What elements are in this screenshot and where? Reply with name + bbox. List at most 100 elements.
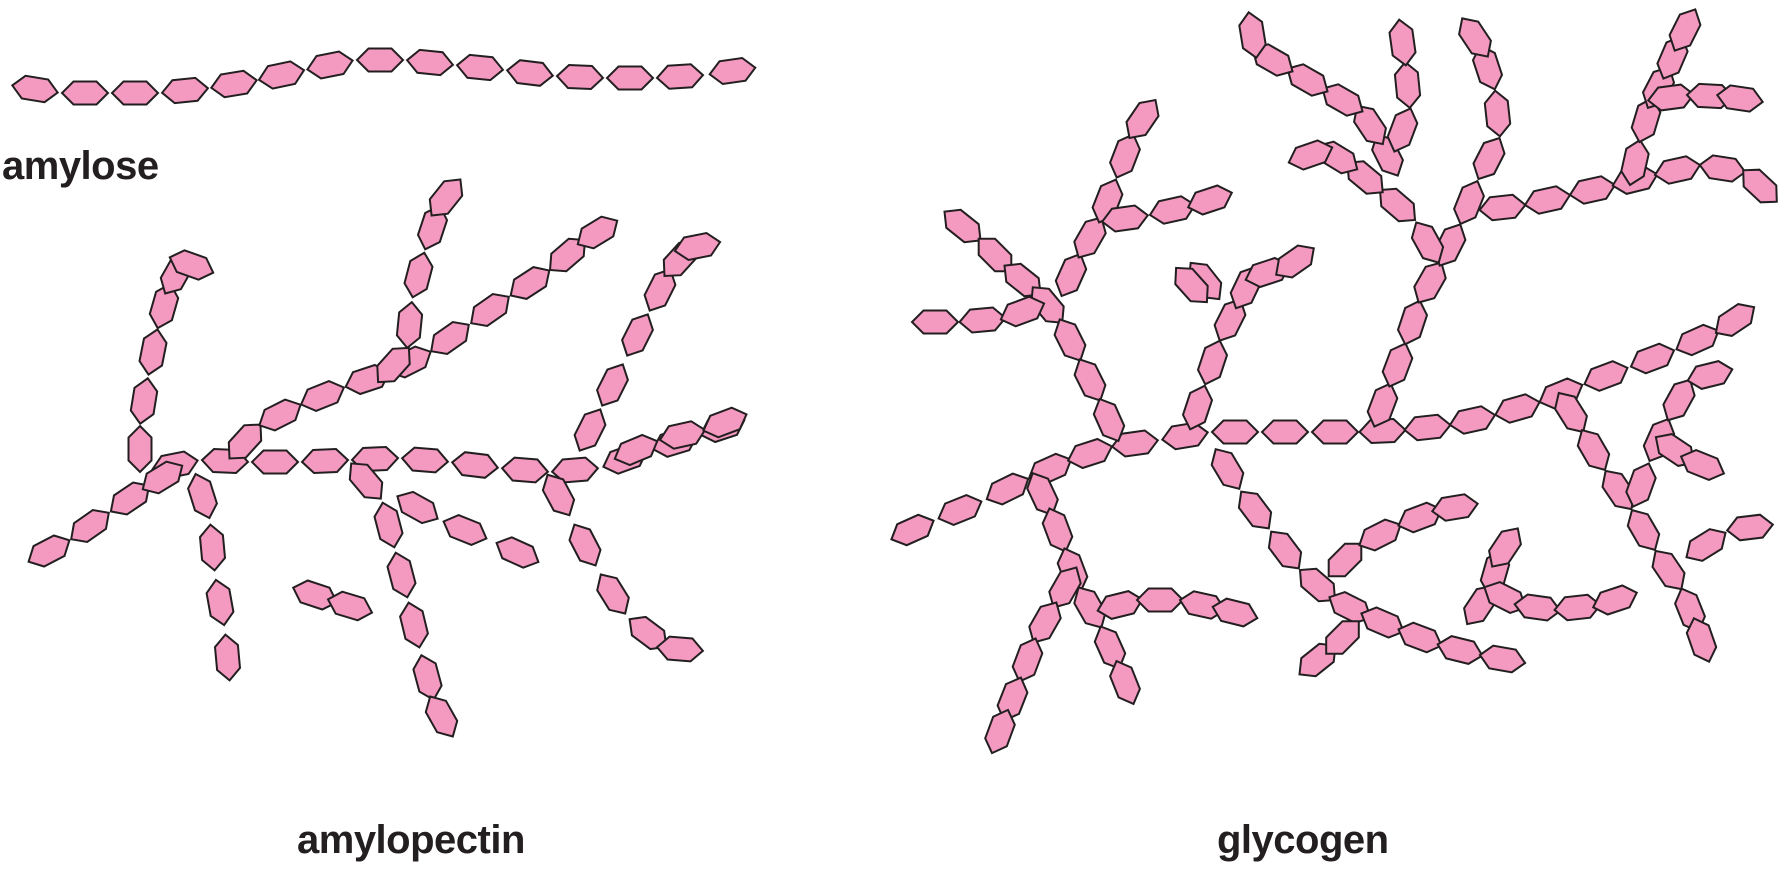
glucose-unit: [708, 56, 757, 86]
glucose-unit: [187, 472, 218, 520]
glucose-unit: [10, 74, 60, 104]
glucose-unit: [1715, 84, 1765, 113]
glucose-unit: [1397, 501, 1443, 534]
glycogen-label: glycogen: [1217, 818, 1389, 862]
glucose-unit: [1358, 417, 1407, 445]
glucose-unit: [1685, 616, 1718, 664]
glucose-unit: [890, 513, 935, 547]
glucose-unit: [984, 708, 1016, 755]
glucose-unit: [1568, 175, 1617, 205]
glucose-unit: [958, 306, 1007, 334]
glucose-unit: [1260, 419, 1310, 445]
glucose-unit: [1148, 195, 1197, 225]
glucose-unit: [1267, 530, 1303, 570]
glucose-unit: [1397, 621, 1443, 654]
glucose-unit: [1135, 587, 1185, 613]
glucose-unit: [205, 578, 235, 627]
glucose-unit: [1109, 659, 1141, 706]
glucose-unit: [1393, 60, 1422, 110]
glucose-unit: [1325, 620, 1360, 655]
glucose-unit: [495, 536, 540, 569]
glucose-unit: [1698, 154, 1747, 183]
glucose-unit: [1433, 223, 1467, 267]
glucose-unit: [673, 231, 722, 262]
glucose-unit: [1591, 584, 1639, 616]
glucose-unit: [1651, 549, 1686, 591]
glucose-unit: [1388, 18, 1417, 67]
glucose-unit: [257, 60, 306, 90]
glucose-unit: [655, 635, 705, 663]
glucose-unit: [977, 237, 1013, 273]
glucose-unit: [1554, 391, 1588, 434]
glucose-unit: [1396, 299, 1429, 346]
glucose-unit: [376, 346, 411, 384]
glucose-unit: [1073, 358, 1107, 402]
glucose-unit: [1298, 567, 1337, 603]
glucose-unit: [148, 282, 180, 330]
glucose-unit: [576, 215, 619, 250]
glucose-unit: [455, 53, 505, 82]
glucose-unit: [1413, 261, 1447, 304]
glucose-unit: [300, 447, 350, 475]
glucose-unit: [937, 494, 983, 526]
glucose-unit: [1478, 644, 1527, 674]
glucose-unit: [1358, 518, 1402, 552]
glucose-unit: [1210, 419, 1260, 445]
amylose-chain: [10, 47, 757, 106]
glucose-unit: [555, 63, 605, 91]
glucose-unit: [442, 514, 488, 546]
glucose-unit: [1714, 303, 1756, 337]
glucose-unit: [405, 48, 455, 77]
glucose-unit: [1629, 342, 1676, 375]
glucose-unit: [550, 456, 600, 484]
glucose-unit: [416, 204, 449, 251]
glucose-unit: [999, 295, 1046, 328]
glucose-unit: [109, 481, 151, 516]
glucose-unit: [70, 508, 110, 544]
glucose-unit: [160, 76, 210, 105]
glucose-unit: [138, 328, 168, 376]
glucose-unit: [613, 433, 659, 467]
glucose-unit: [1026, 471, 1059, 517]
glucose-unit: [1410, 221, 1445, 264]
glucose-unit: [1458, 17, 1492, 58]
glucose-unit: [1472, 136, 1506, 181]
glucose-unit: [1523, 185, 1572, 215]
glucose-unit: [1381, 342, 1414, 388]
glucose-unit: [291, 579, 339, 611]
glucose-unit: [1478, 193, 1527, 222]
amylopectin-structure: [27, 178, 748, 738]
amylose-label: amylose: [2, 144, 159, 188]
glucose-unit: [1685, 528, 1727, 562]
glucose-unit: [306, 50, 354, 80]
glucose-unit: [1287, 139, 1334, 171]
glucose-unit: [209, 69, 259, 99]
glucose-unit: [1275, 244, 1315, 279]
glucose-unit: [605, 65, 655, 91]
glucose-unit: [1725, 513, 1775, 542]
glucose-unit: [1213, 298, 1247, 342]
glucose-unit: [628, 615, 668, 651]
glucose-unit: [373, 501, 404, 549]
glucose-unit: [1742, 168, 1778, 204]
glucose-unit: [1494, 393, 1541, 424]
glucose-unit: [1662, 378, 1696, 422]
glucose-unit: [1386, 107, 1419, 153]
glucose-unit: [213, 633, 242, 682]
glucose-unit: [1620, 138, 1650, 187]
glucose-unit: [1251, 43, 1294, 77]
glucose-unit: [655, 63, 705, 90]
glucose-unit: [141, 460, 184, 495]
glucose-unit: [1096, 590, 1144, 620]
glucose-unit: [127, 424, 153, 474]
glucose-unit: [658, 420, 707, 450]
glucose-unit: [1675, 323, 1720, 357]
glucose-unit: [424, 695, 459, 738]
glucose-unit: [1011, 637, 1044, 683]
glucose-unit: [1513, 593, 1562, 622]
glucose-unit: [326, 590, 374, 622]
glucose-unit: [1583, 360, 1629, 392]
glucose-unit: [1174, 266, 1209, 304]
glucose-unit: [1196, 339, 1229, 386]
